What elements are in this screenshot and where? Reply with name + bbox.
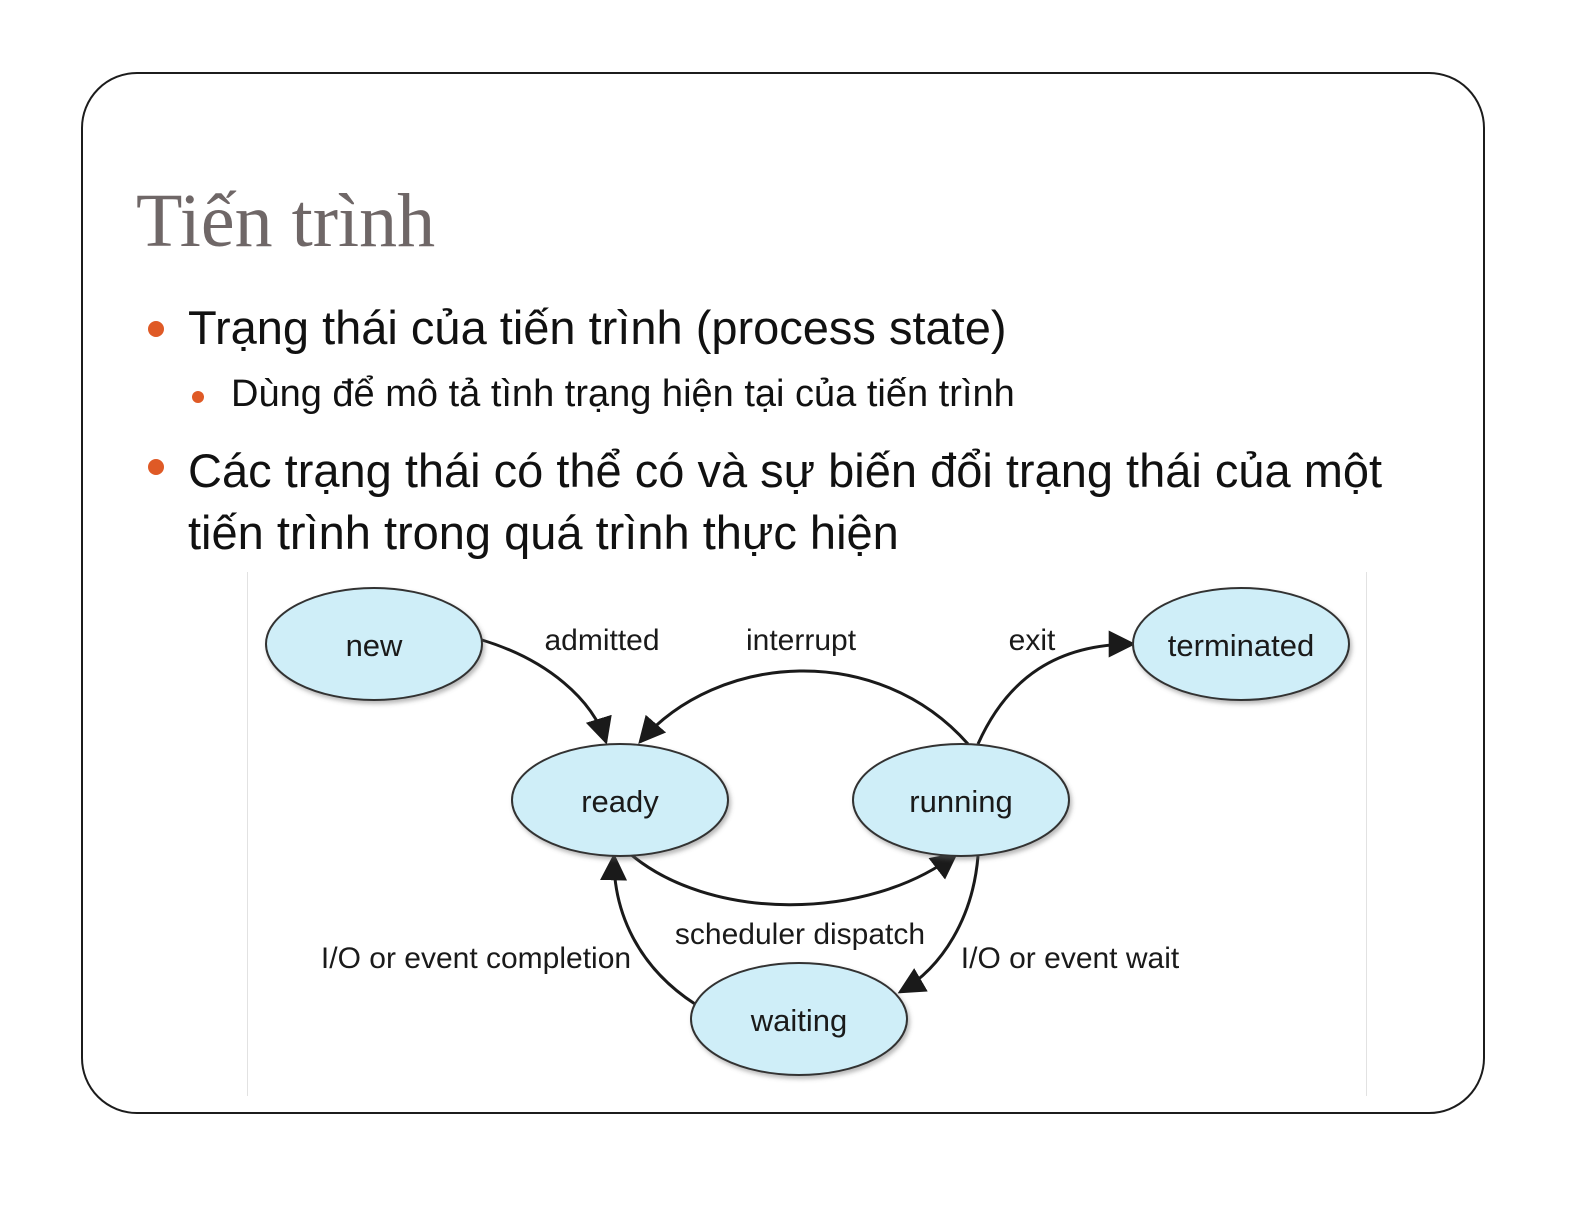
label-admitted: admitted [544, 624, 659, 657]
admitted-arrow [481, 638, 612, 745]
exit-arrow [976, 630, 1136, 745]
label-io-event-wait: I/O or event wait [961, 942, 1180, 975]
state-ready: ready [511, 743, 729, 857]
state-ready-label: ready [581, 784, 659, 819]
label-exit: exit [1009, 624, 1056, 657]
interrupt-arrow [638, 669, 970, 745]
state-waiting: waiting [690, 962, 908, 1076]
state-terminated-label: terminated [1168, 628, 1314, 663]
state-new: new [265, 587, 483, 701]
bullet-dot-icon [192, 391, 204, 403]
label-interrupt: interrupt [746, 624, 857, 657]
state-diagram-figure: new ready running terminated waiting adm… [247, 572, 1367, 1096]
state-new-label: new [346, 628, 403, 663]
label-io-event-completion: I/O or event completion [321, 942, 631, 975]
sub-bullet-description: Dùng để mô tả tình trạng hiện tại của ti… [231, 373, 1015, 415]
bullet-dot-icon [148, 321, 164, 337]
label-scheduler-dispatch: scheduler dispatch [675, 918, 925, 951]
state-waiting-label: waiting [750, 1003, 848, 1038]
slide-title: Tiến trình [136, 179, 436, 263]
state-diagram: new ready running terminated waiting adm… [265, 587, 1350, 1076]
bullet-state-transitions: Các trạng thái có thể có và sự biến đổi … [188, 444, 1383, 559]
bullet-process-state: Trạng thái của tiến trình (process state… [188, 301, 1007, 354]
io-event-wait-arrow [897, 855, 980, 994]
state-running-label: running [909, 784, 1012, 819]
io-event-completion-arrow [600, 853, 696, 1006]
state-terminated: terminated [1132, 587, 1350, 701]
scheduler-dispatch-arrow [627, 850, 959, 907]
state-running: running [852, 743, 1070, 857]
bullet-dot-icon [148, 459, 164, 475]
